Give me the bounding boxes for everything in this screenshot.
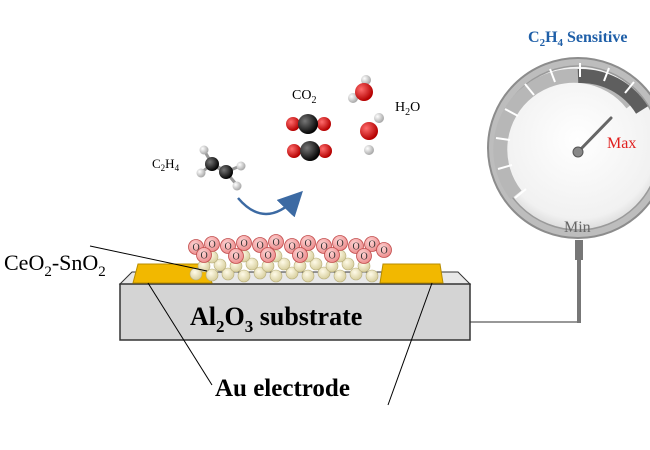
svg-text:O: O [297, 251, 304, 262]
oxide-grain [205, 268, 219, 282]
svg-text:O: O [289, 242, 296, 253]
svg-text:O: O [273, 238, 280, 249]
co2-label: CO2 [292, 88, 316, 106]
svg-text:O: O [193, 243, 200, 254]
svg-text:O: O [201, 251, 208, 262]
svg-text:O: O [257, 241, 264, 252]
svg-text:O: O [353, 242, 360, 253]
svg-text:O: O [329, 251, 336, 262]
oxygen-ion: O [260, 247, 276, 263]
oxygen-ion: O [228, 248, 244, 264]
ethylene-molecule [196, 145, 246, 191]
oxide-grain [189, 267, 203, 281]
oxygen-ion: O [376, 242, 392, 258]
oxygen-ion: O [356, 248, 372, 264]
material-leader-line [89, 245, 208, 272]
gauge-max-label: Max [607, 135, 636, 152]
oxide-grain [277, 257, 291, 271]
oxide-grain [301, 269, 315, 283]
oxide-grain [317, 266, 331, 280]
gauge-title: C2H4 Sensitive [528, 29, 627, 49]
h2o-label: H2O [395, 100, 420, 118]
svg-text:O: O [225, 242, 232, 253]
electrode-label: Au electrode [215, 375, 350, 402]
reactant-label: C2H4 [152, 156, 180, 173]
svg-text:O: O [209, 240, 216, 251]
oxygen-ion: O [324, 247, 340, 263]
oxygen-ion: O [268, 234, 284, 250]
gauge-stem [575, 240, 583, 260]
oxide-grain [341, 257, 355, 271]
oxide-grain [365, 269, 379, 283]
gauge-dial [487, 57, 650, 239]
svg-text:O: O [337, 239, 344, 250]
svg-text:O: O [369, 240, 376, 251]
oxygen-ion: O [204, 236, 220, 252]
material-label: CeO2-SnO2 [4, 250, 106, 280]
svg-text:O: O [265, 251, 272, 262]
h2o-molecule-2 [360, 113, 384, 155]
oxygen-ion: O [236, 235, 252, 251]
substrate-label: Al2O3 substrate [190, 302, 362, 336]
svg-text:O: O [241, 239, 248, 250]
oxide-grain [221, 267, 235, 281]
oxygen-ion: O [196, 247, 212, 263]
co2-molecule-2 [287, 141, 332, 161]
svg-text:O: O [305, 239, 312, 250]
gauge-min-label: Min [564, 219, 591, 236]
co2-molecule-1 [286, 114, 331, 134]
gauge-ticks [495, 63, 635, 199]
gauge-needle [576, 116, 613, 154]
h2o-molecule-1 [348, 75, 373, 103]
electrode-leader-left [147, 282, 213, 386]
oxide-grain [213, 258, 227, 272]
electrode-leader-right [387, 282, 433, 406]
svg-text:O: O [233, 252, 240, 263]
gauge-pivot [572, 146, 584, 158]
svg-text:O: O [361, 252, 368, 263]
oxygen-ion: O [292, 247, 308, 263]
oxide-grain [349, 267, 363, 281]
svg-text:O: O [381, 246, 388, 257]
reaction-arrow [237, 190, 303, 218]
oxygen-ion: O [300, 235, 316, 251]
oxide-grain [253, 266, 267, 280]
oxide-grain [269, 269, 283, 283]
oxide-grain [333, 269, 347, 283]
oxide-grain [245, 257, 259, 271]
oxide-grain [285, 266, 299, 280]
oxygen-ion: O [332, 235, 348, 251]
au-electrode-right [379, 263, 444, 284]
svg-text:O: O [321, 242, 328, 253]
oxide-grain [237, 269, 251, 283]
oxide-grain [309, 257, 323, 271]
